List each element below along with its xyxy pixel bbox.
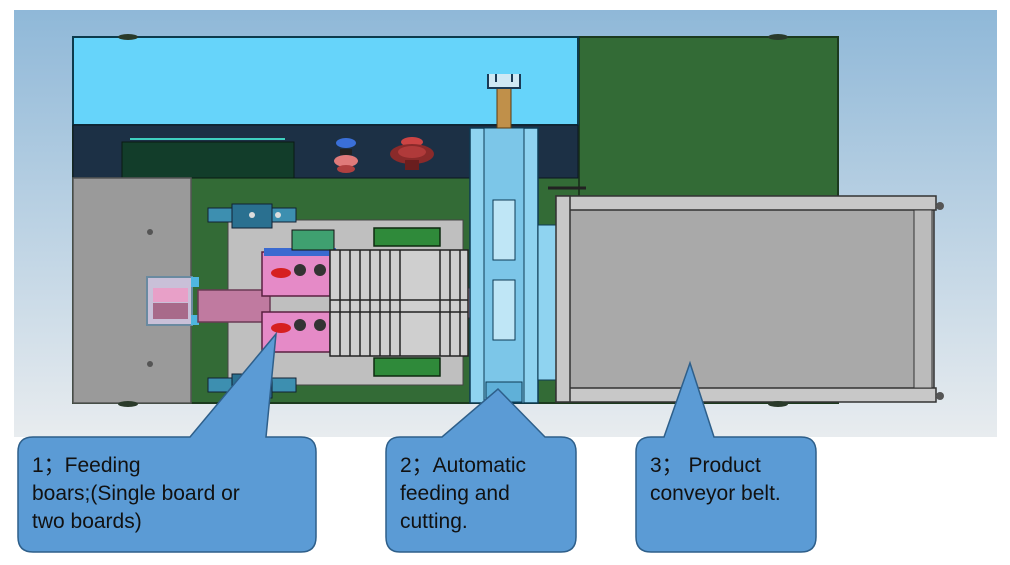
callout-1-text: 1；Feeding boars;(Single board or two boa… xyxy=(32,454,240,533)
feed-window-inner xyxy=(153,288,188,302)
feed-window-inner-lower xyxy=(153,303,188,319)
foot-icon xyxy=(768,401,788,407)
callout-3-text: 3； Product conveyor belt. xyxy=(650,454,781,505)
machine-right-panel xyxy=(578,36,839,198)
foot-icon xyxy=(118,34,138,40)
callout-3-shape xyxy=(635,360,817,553)
lower-cylinder-block xyxy=(261,311,331,353)
screw-icon xyxy=(147,229,153,235)
foot-icon xyxy=(768,34,788,40)
emergency-stop-icon xyxy=(390,137,434,170)
callout-1-shape xyxy=(17,331,317,553)
upper-cylinder-block xyxy=(261,248,336,297)
screw-icon xyxy=(147,361,153,367)
callout-2-text: 2；Automatic feeding and cutting. xyxy=(400,454,527,533)
top-green-clamp xyxy=(373,227,441,247)
guide-rails xyxy=(329,249,469,357)
top-blue-clamp xyxy=(207,203,297,229)
blue-button-icon xyxy=(334,138,358,173)
callout-2-shape xyxy=(385,387,577,553)
push-rod xyxy=(197,289,271,323)
foot-icon xyxy=(118,401,138,407)
cutter-assembly xyxy=(469,74,557,404)
conveyor-belt xyxy=(548,186,944,403)
display-screen xyxy=(121,141,295,179)
bottom-green-clamp xyxy=(373,357,441,377)
